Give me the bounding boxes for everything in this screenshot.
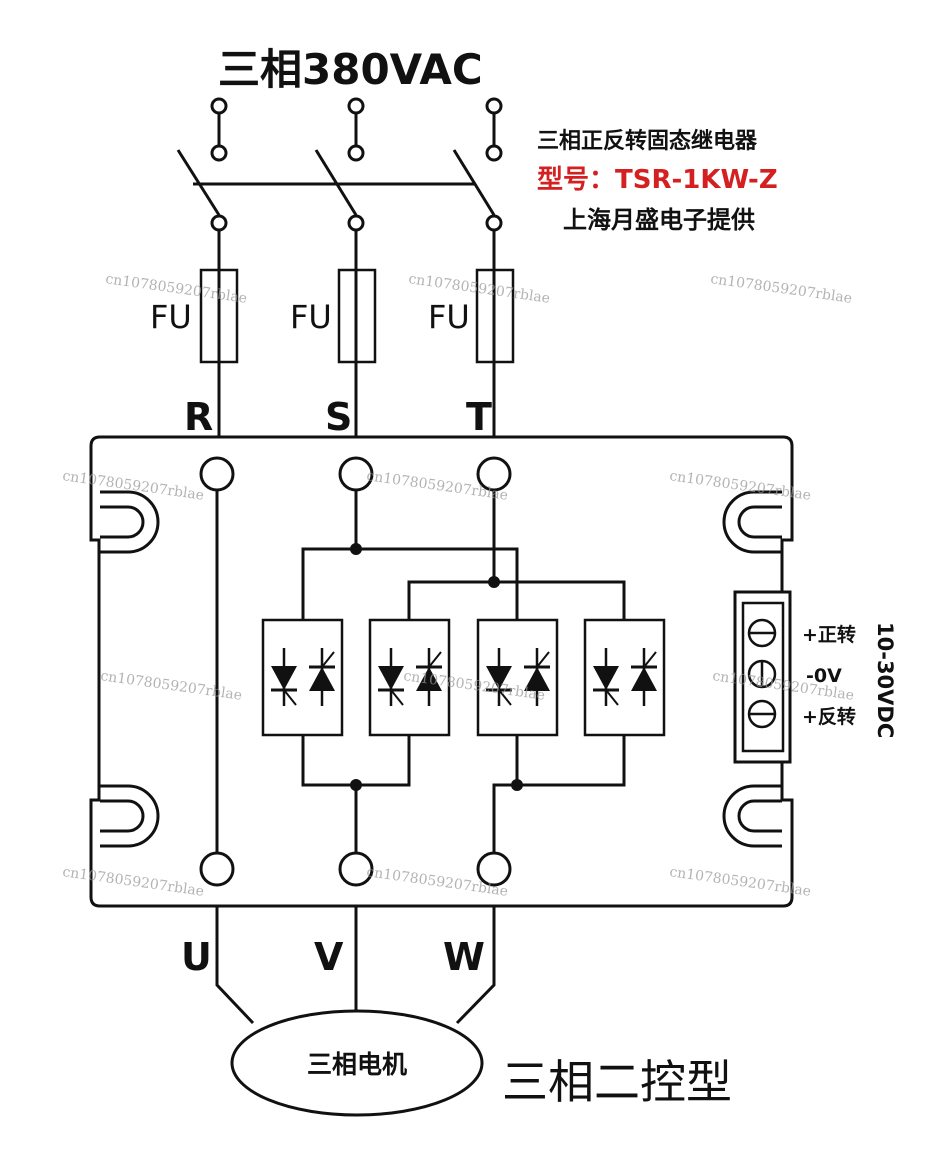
input-label-r: R <box>184 395 213 439</box>
watermark-3: cn1078059207rblae <box>709 271 853 307</box>
thyristor-block-3 <box>476 618 559 737</box>
thyristor-block-4 <box>583 618 666 737</box>
supplier-text: 上海月盛电子提供 <box>563 206 755 234</box>
module-terminals <box>199 456 512 887</box>
model-number: 型号：TSR-1KW-Z <box>537 165 778 195</box>
motor-label: 三相电机 <box>307 1050 407 1079</box>
control-forward-label: +正转 <box>802 623 856 646</box>
control-screws <box>747 618 777 729</box>
fuse-label-1: FU <box>150 298 192 336</box>
input-label-s: S <box>325 395 352 439</box>
switch-terminals-bottom <box>210 214 503 232</box>
motor-wiring <box>215 906 496 1025</box>
title-text: 三相380VAC <box>218 45 483 94</box>
thyristor-block-2 <box>368 618 451 737</box>
control-reverse-label: +反转 <box>802 705 856 728</box>
output-label-u: U <box>181 935 212 979</box>
input-label-t: T <box>466 395 492 439</box>
product-name: 三相正反转固态继电器 <box>537 128 758 154</box>
control-voltage-label: 10-30VDC <box>873 622 897 738</box>
switch-top-leads <box>217 113 496 146</box>
junction-dots <box>350 543 523 791</box>
output-label-v: V <box>314 935 344 979</box>
motor-ellipse <box>230 1009 484 1117</box>
mounting-slots <box>100 490 782 848</box>
fuse-label-2: FU <box>290 298 332 336</box>
caption-text: 三相二控型 <box>502 1055 732 1109</box>
fuse-label-3: FU <box>428 298 470 336</box>
thyristor-block-1 <box>261 618 344 737</box>
output-label-w: W <box>443 935 485 979</box>
control-zero-label: -0V <box>806 665 842 687</box>
circuit-breaker <box>176 149 496 216</box>
